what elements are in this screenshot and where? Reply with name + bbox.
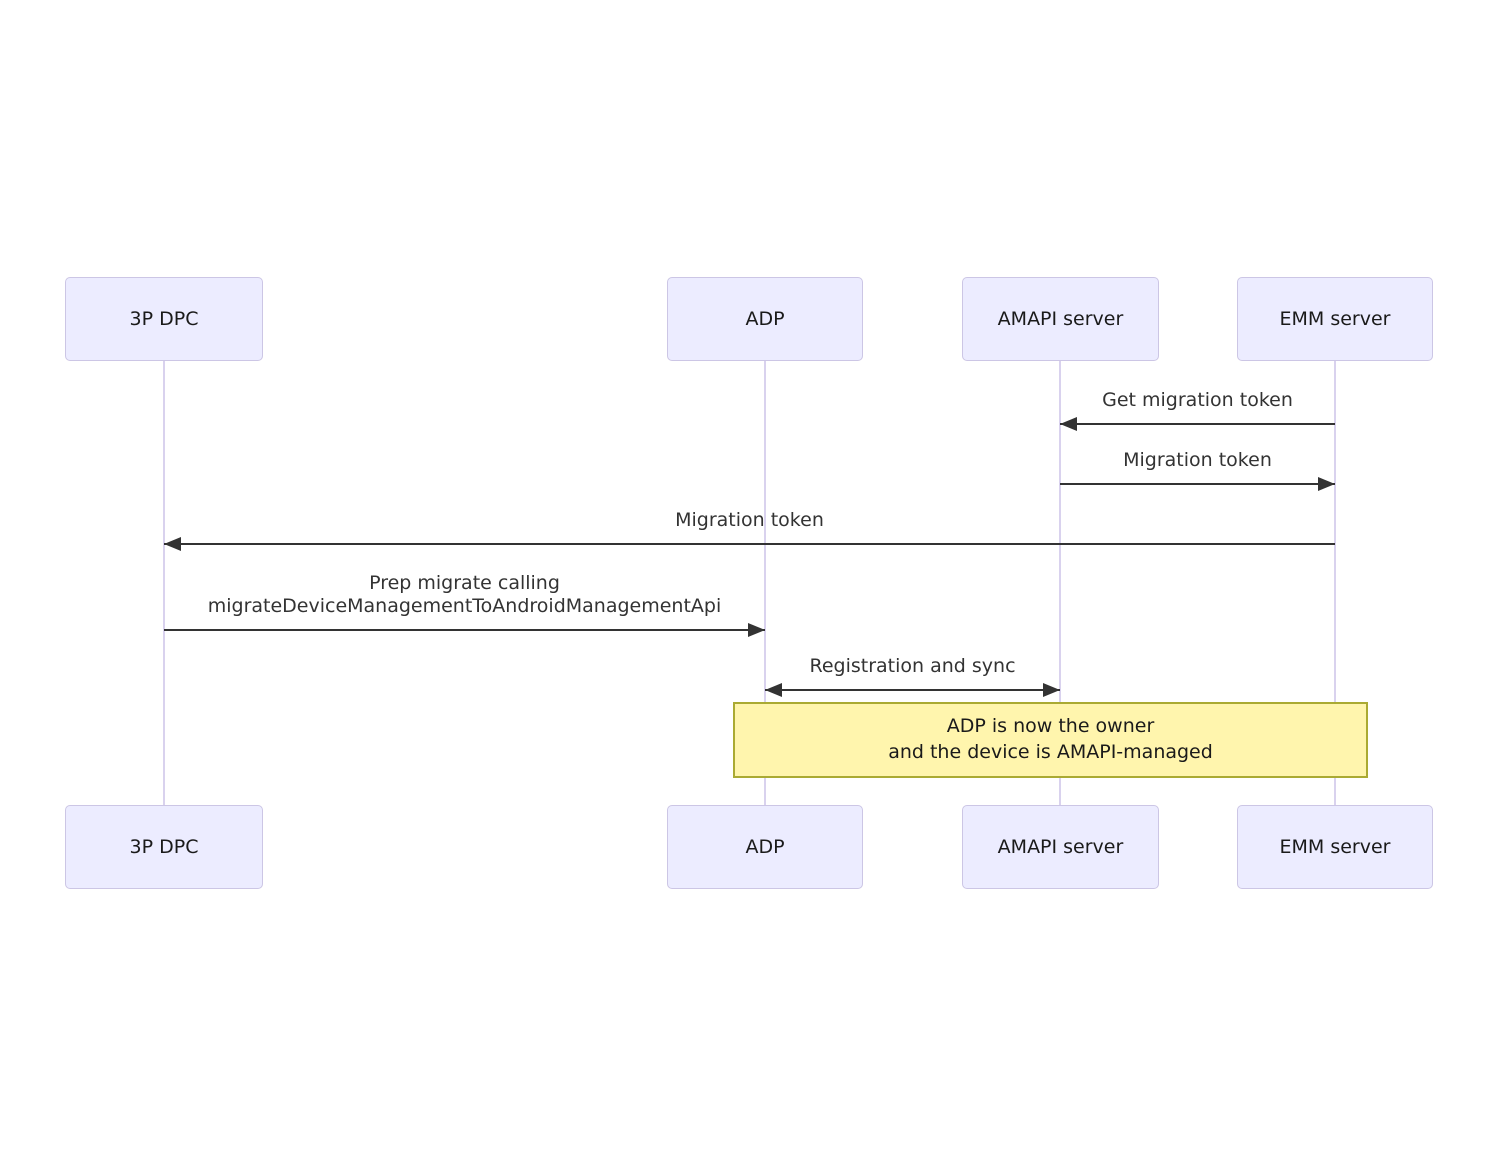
message-arrow-line	[164, 543, 1335, 545]
message-arrow-line	[1060, 483, 1335, 485]
arrowhead-left-icon	[765, 683, 782, 697]
message-label: Migration token	[675, 509, 824, 532]
lifeline-adp	[764, 361, 766, 805]
arrowhead-right-icon	[1318, 477, 1335, 491]
actor-label: EMM server	[1279, 836, 1391, 858]
message-prep-migrate: Prep migrate calling migrateDeviceManage…	[164, 557, 765, 637]
arrowhead-right-icon	[748, 623, 765, 637]
note-adp-owner: ADP is now the owner and the device is A…	[733, 702, 1368, 778]
actor-bottom-3p-dpc: 3P DPC	[65, 805, 263, 889]
actor-top-3p-dpc: 3P DPC	[65, 277, 263, 361]
arrowhead-left-icon	[1060, 417, 1077, 431]
actor-bottom-emm-server: EMM server	[1237, 805, 1433, 889]
message-label: Registration and sync	[809, 655, 1016, 678]
actor-top-adp: ADP	[667, 277, 863, 361]
actor-label: ADP	[745, 308, 785, 330]
message-arrow-line	[164, 629, 765, 631]
message-migration-token-to-emm: Migration token	[1060, 437, 1335, 491]
lifeline-3p-dpc	[163, 361, 165, 805]
message-migration-token-to-dpc: Migration token	[164, 497, 1335, 551]
note-text: ADP is now the owner and the device is A…	[888, 715, 1213, 763]
message-label: Get migration token	[1102, 389, 1293, 412]
actor-top-emm-server: EMM server	[1237, 277, 1433, 361]
message-label: Migration token	[1123, 449, 1272, 472]
actor-label: 3P DPC	[129, 836, 199, 858]
lifeline-emm-server	[1334, 361, 1336, 805]
message-registration-and-sync: Registration and sync	[765, 643, 1060, 697]
actor-label: 3P DPC	[129, 308, 199, 330]
actor-bottom-amapi-server: AMAPI server	[962, 805, 1159, 889]
actor-bottom-adp: ADP	[667, 805, 863, 889]
arrowhead-right-icon	[1043, 683, 1060, 697]
message-get-migration-token: Get migration token	[1060, 377, 1335, 431]
actor-label: AMAPI server	[997, 836, 1124, 858]
message-label: Prep migrate calling migrateDeviceManage…	[207, 571, 722, 618]
actor-label: AMAPI server	[997, 308, 1124, 330]
arrowhead-left-icon	[164, 537, 181, 551]
message-arrow-line	[765, 689, 1060, 691]
actor-label: EMM server	[1279, 308, 1391, 330]
message-arrow-line	[1060, 423, 1335, 425]
actor-label: ADP	[745, 836, 785, 858]
lifeline-amapi-server	[1059, 361, 1061, 805]
actor-top-amapi-server: AMAPI server	[962, 277, 1159, 361]
